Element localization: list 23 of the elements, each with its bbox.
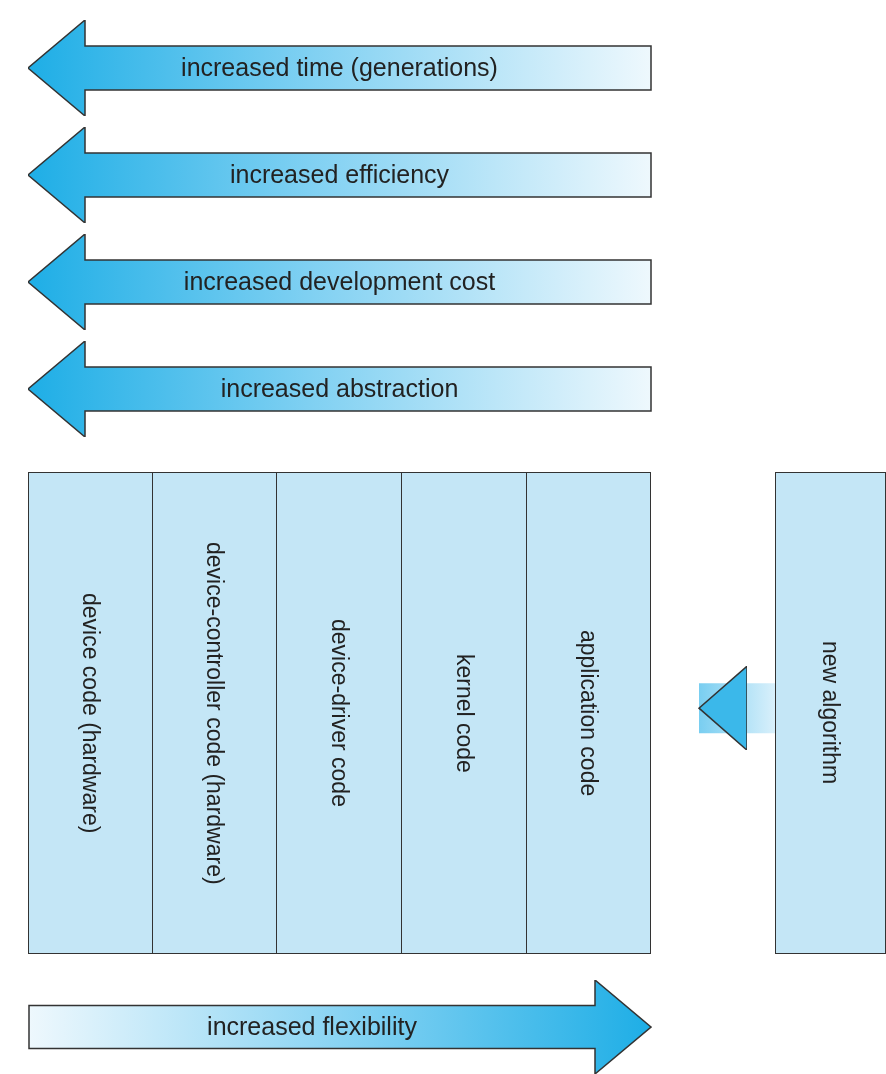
arrow-label: increased time (generations) [181,53,498,83]
arrow-banner [28,980,652,1074]
arrow-label: increased development cost [183,267,496,297]
arrow-banner [28,20,652,116]
column-label: new algorithm [817,641,844,785]
column-label: device code (hardware) [77,592,104,834]
layer-column [276,472,402,954]
column-label: kernel code [450,653,478,773]
arrow-label: increased abstraction [220,374,459,404]
arrow-banner [28,127,652,223]
arrow-banner [28,341,652,437]
layer-column [152,472,277,954]
layer-column [775,472,886,954]
arrow-banner [28,234,652,330]
block-arrow [698,665,775,751]
column-label: device-driver code [325,619,353,807]
layer-column [401,472,527,954]
layer-column [28,472,153,954]
arrow-label: increased flexibility [207,1012,417,1042]
column-label: application code [575,629,602,797]
column-label: device-controller code (hardware) [201,541,228,885]
layer-column [526,472,651,954]
arrow-label: increased efficiency [229,160,450,190]
